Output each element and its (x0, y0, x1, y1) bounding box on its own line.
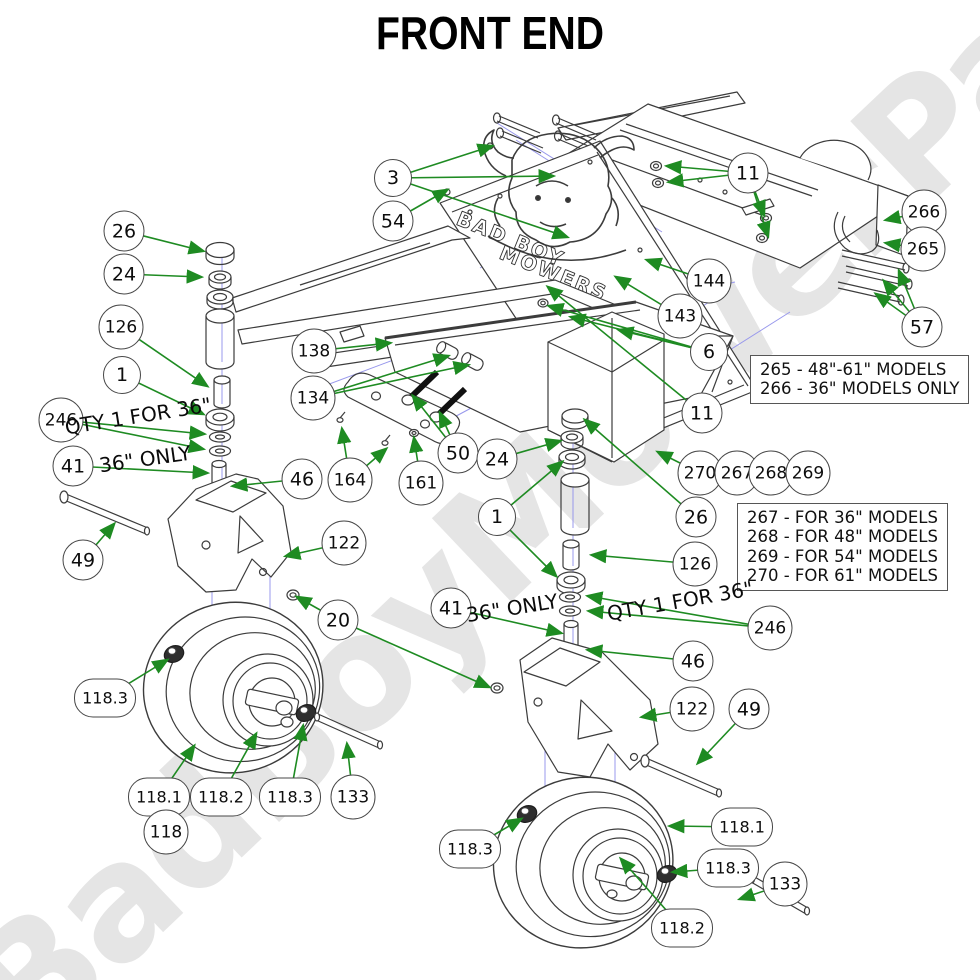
leader-line-134 (312, 360, 472, 399)
leader-line-3 (392, 177, 571, 240)
leader-line-41 (450, 607, 565, 637)
leader-line-54 (392, 188, 450, 222)
leader-line-134 (312, 353, 452, 399)
leader-line-3 (392, 168, 557, 184)
leader-line-1 (496, 459, 565, 518)
leader-line-11 (545, 284, 703, 414)
leader-line-126 (588, 549, 696, 565)
leader-line-24 (496, 438, 564, 460)
leader-line-1 (121, 374, 206, 416)
leader-line-246 (584, 591, 771, 629)
leader-line-126 (120, 326, 210, 388)
leader-line-133 (736, 883, 786, 902)
leader-line-49 (695, 708, 750, 766)
leader-line-26 (123, 230, 207, 255)
leader-line-3 (392, 143, 496, 179)
leader-line-270 (655, 450, 701, 474)
leader-line-246 (585, 605, 771, 629)
leader-line-41 (72, 465, 211, 480)
leader-line-133 (341, 740, 356, 798)
leader-line-161 (409, 434, 424, 484)
leader-line-118.3 (669, 863, 729, 879)
machine-line-art: BAD BOY MOWERS (59, 91, 913, 949)
leader-line-246 (60, 419, 207, 454)
page-title: FRONT END (375, 7, 605, 59)
leader-line-164 (349, 446, 389, 481)
leader-line-246 (60, 419, 208, 440)
leader-line-122 (282, 542, 345, 560)
leader-line-24 (123, 269, 205, 284)
leader-line-1 (496, 516, 559, 579)
leader-line-118.1 (666, 819, 743, 834)
leader-line-49 (82, 521, 117, 561)
leader-line-20 (294, 595, 339, 621)
leader-line-20 (337, 619, 492, 689)
leader-line-164 (337, 425, 352, 481)
